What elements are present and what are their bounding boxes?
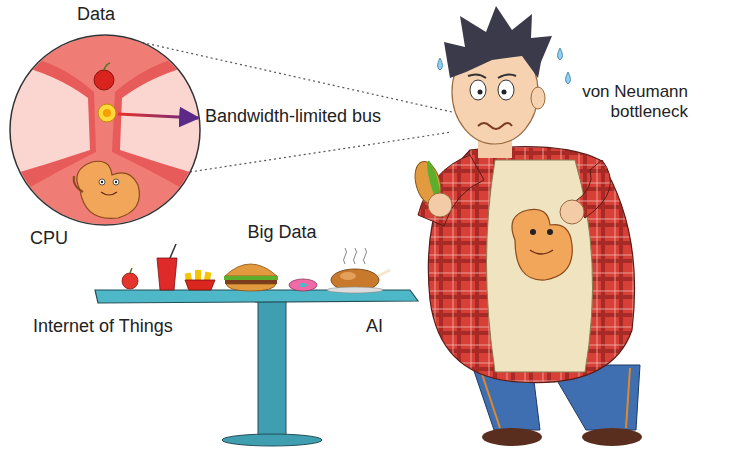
man-figure-part bbox=[428, 193, 452, 217]
table-label: Internet of Things bbox=[33, 316, 173, 337]
man-figure-part bbox=[482, 428, 542, 446]
man-figure-part bbox=[626, 368, 630, 428]
man-figure bbox=[411, 6, 642, 446]
throat-inset-part bbox=[104, 63, 110, 70]
food-part bbox=[327, 287, 383, 293]
table-part bbox=[258, 300, 286, 438]
table bbox=[95, 290, 418, 446]
throat-inset-part bbox=[0, 30, 210, 240]
throat-inset bbox=[0, 30, 210, 240]
figure-label: von Neumann bottleneck bbox=[568, 82, 688, 121]
man-figure-part bbox=[502, 90, 507, 95]
food-part bbox=[122, 273, 138, 289]
food-part bbox=[225, 264, 277, 276]
food-part bbox=[289, 279, 317, 291]
table-label: Big Data bbox=[247, 222, 316, 243]
man-figure-part bbox=[498, 80, 514, 100]
table-part bbox=[222, 434, 322, 446]
man-figure-part bbox=[438, 58, 443, 70]
food-part bbox=[224, 276, 278, 280]
throat-inset-part bbox=[98, 104, 116, 122]
man-figure-part bbox=[531, 87, 545, 109]
man-figure-part bbox=[566, 72, 571, 84]
table-label: AI bbox=[366, 316, 383, 337]
man-figure-part bbox=[487, 160, 593, 372]
man-figure-part bbox=[444, 6, 552, 78]
food-part bbox=[364, 248, 367, 264]
inset-heading: Data bbox=[77, 4, 115, 25]
throat-inset-part bbox=[101, 192, 117, 195]
man-figure-part bbox=[468, 74, 486, 78]
bus-arrow-part bbox=[118, 114, 198, 118]
throat-inset-part bbox=[99, 179, 105, 185]
man-figure-part bbox=[582, 428, 642, 446]
throat-inset-part bbox=[103, 109, 111, 117]
bus-arrow bbox=[118, 114, 198, 118]
man-figure-part bbox=[558, 48, 563, 60]
throat-inset-part bbox=[20, 36, 190, 235]
food-part bbox=[354, 248, 357, 264]
food-part bbox=[157, 258, 177, 290]
food-part bbox=[344, 248, 347, 264]
man-figure-part bbox=[530, 229, 536, 235]
throat-inset-part bbox=[0, 30, 210, 240]
food-part bbox=[340, 272, 356, 280]
zoom-lines-part bbox=[190, 132, 452, 172]
food-part bbox=[299, 283, 307, 287]
man-figure-part bbox=[547, 229, 553, 235]
man-figure-part bbox=[530, 250, 553, 254]
food-part bbox=[378, 270, 390, 276]
food-part bbox=[170, 244, 176, 258]
inset-heading: CPU bbox=[30, 228, 68, 249]
food bbox=[122, 244, 390, 293]
throat-inset-part bbox=[10, 35, 200, 225]
food-part bbox=[185, 280, 215, 290]
throat-inset-part bbox=[74, 176, 83, 192]
man-figure-part bbox=[470, 80, 486, 100]
man-figure-part bbox=[560, 200, 584, 224]
throat-inset-part bbox=[94, 70, 114, 90]
throat-inset-part bbox=[77, 161, 140, 218]
man-figure-part bbox=[498, 74, 516, 78]
throat-inset-part bbox=[115, 181, 117, 183]
throat-inset-part bbox=[101, 181, 103, 183]
stomach-character bbox=[74, 161, 140, 218]
arrow-label: Bandwidth-limited bus bbox=[205, 106, 381, 127]
throat-inset-part bbox=[113, 179, 119, 185]
food-part bbox=[226, 284, 276, 291]
man-figure-part bbox=[478, 123, 512, 129]
food-part bbox=[225, 280, 277, 284]
food-part bbox=[130, 268, 132, 273]
man-figure-part bbox=[478, 90, 483, 95]
